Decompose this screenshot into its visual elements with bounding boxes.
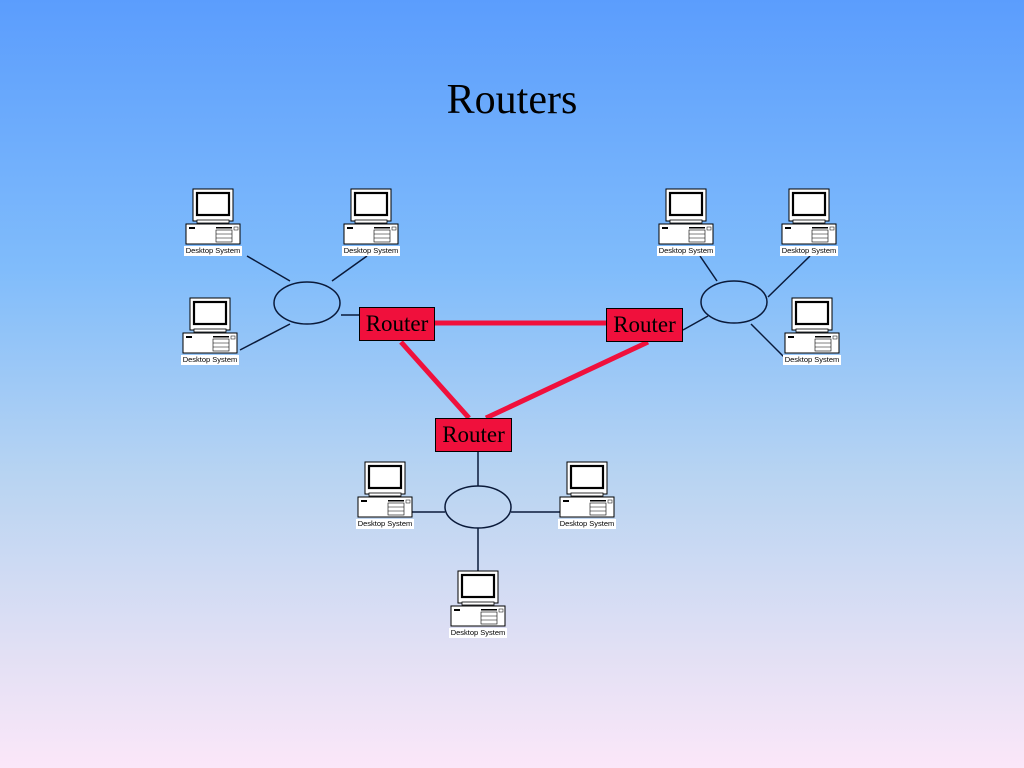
lan-link [331,255,368,282]
lan-link [750,323,786,359]
desktop-system: Desktop System [449,570,507,642]
lan-link [699,255,718,282]
desktop-system: Desktop System [780,188,838,260]
router-left: Router [359,307,435,341]
slide-title: Routers [446,77,578,123]
desktop-computer-icon [343,188,399,245]
desktop-computer-icon [450,570,506,627]
desktop-computer-icon [357,461,413,518]
desktop-computer-icon [658,188,714,245]
desktop-system: Desktop System [783,297,841,369]
desktop-system-label: Desktop System [184,246,242,256]
lan-link [246,255,291,282]
desktop-system: Desktop System [558,461,616,533]
desktop-computer-icon [182,297,238,354]
desktop-system-label: Desktop System [657,246,715,256]
lan-link [239,323,291,351]
backbone-link-right-bottom [484,339,650,421]
lan-bottom-hub [444,485,512,529]
desktop-system-label: Desktop System [783,355,841,365]
lan-link [682,315,709,331]
desktop-computer-icon [781,188,837,245]
router-right: Router [606,308,683,342]
desktop-system-label: Desktop System [181,355,239,365]
desktop-system: Desktop System [181,297,239,369]
desktop-system: Desktop System [356,461,414,533]
desktop-system-label: Desktop System [449,628,507,638]
desktop-system: Desktop System [657,188,715,260]
router-label: Router [613,312,676,337]
desktop-system-label: Desktop System [342,246,400,256]
desktop-system: Desktop System [184,188,242,260]
backbone-link-left-bottom [399,340,471,420]
desktop-system-label: Desktop System [780,246,838,256]
desktop-computer-icon [784,297,840,354]
desktop-system-label: Desktop System [356,519,414,529]
router-bottom: Router [435,418,512,452]
desktop-system: Desktop System [342,188,400,260]
lan-link [767,255,811,298]
desktop-computer-icon [559,461,615,518]
lan-right-hub [700,280,768,324]
router-label: Router [442,422,505,447]
lan-left-hub [273,281,341,325]
desktop-system-label: Desktop System [558,519,616,529]
desktop-computer-icon [185,188,241,245]
router-label: Router [365,311,429,336]
